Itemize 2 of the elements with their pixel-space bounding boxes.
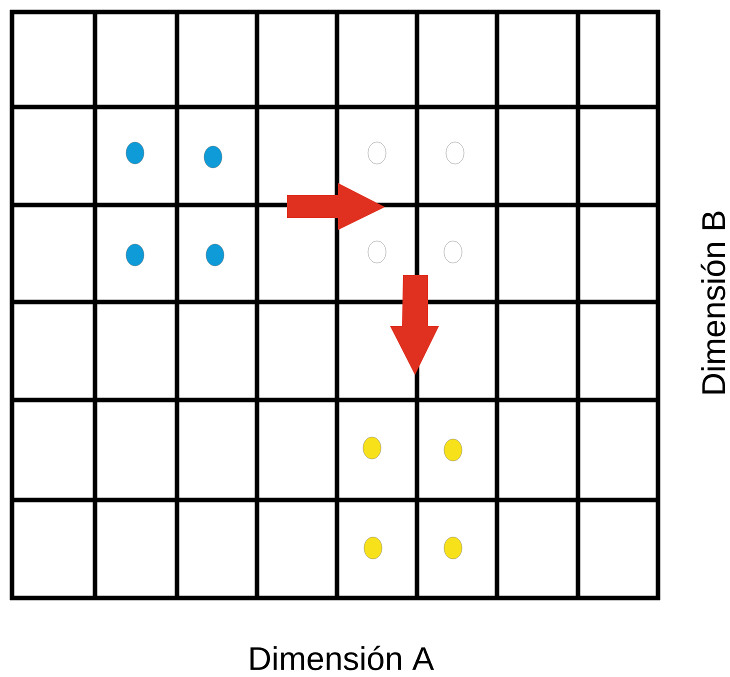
axis-label: Dimensión A (250, 646, 434, 670)
axis-label: Dimensión B (700, 212, 726, 394)
